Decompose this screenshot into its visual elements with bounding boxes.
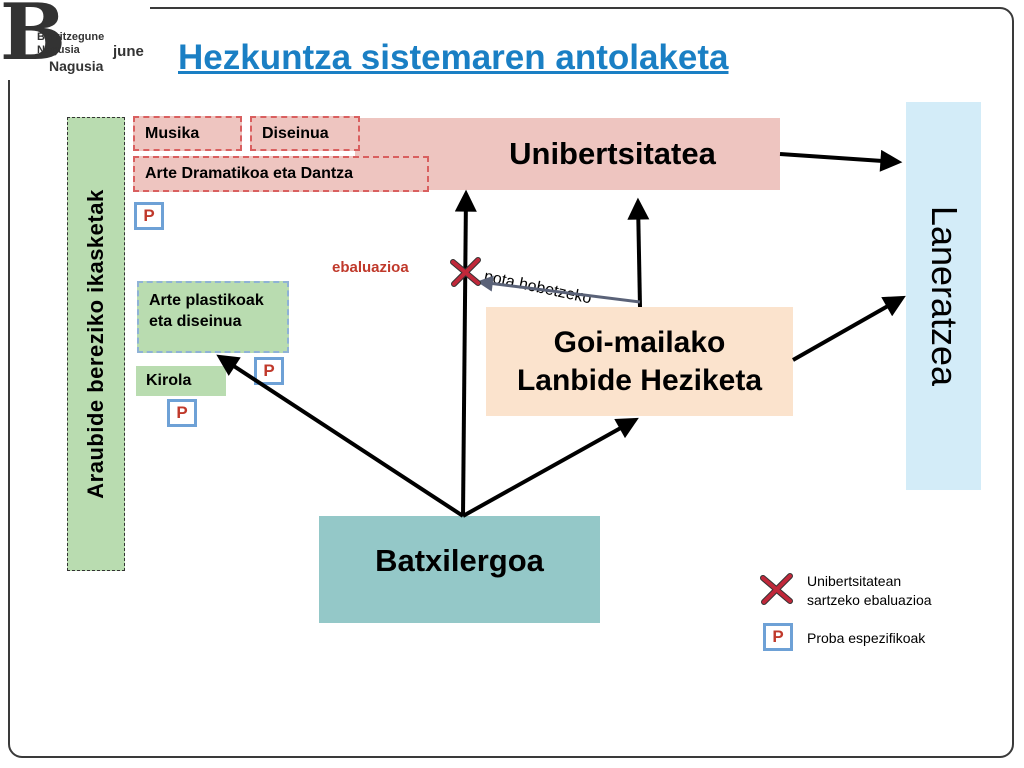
legend-item-evaluation-line2: sartzeko ebaluazioa (807, 591, 932, 608)
unibertsitatea-label: Unibertsitatea (509, 136, 716, 171)
logo-line1: Berritzegune (37, 31, 105, 43)
p-marker: P (134, 202, 164, 230)
page-title: Hezkuntza sistemaren antolaketa (178, 38, 729, 77)
legend-item-proba: Proba espezifikoak (807, 630, 926, 646)
goi-mailako-line1: Goi-mailako (553, 326, 726, 359)
batxilergoa-box: Batxilergoa (319, 516, 600, 623)
arte-dramatikoa-label: Arte Dramatikoa eta Dantza (145, 165, 354, 182)
arrow-nota-hobetzeko (476, 275, 641, 304)
legend-p-marker: P (763, 623, 793, 651)
goi-mailako-box: Goi-mailako Lanbide Heziketa (486, 307, 793, 416)
araubide-bereziko-box: Araubide bereziko ikasketak (67, 117, 125, 571)
legend-cross-icon (760, 573, 793, 605)
arrow-batx-to-uni (454, 189, 477, 517)
evaluation-cross-icon (450, 257, 481, 287)
arrow-uni-to-laner (779, 149, 903, 172)
laneratzea-box: Laneratzea (906, 102, 981, 490)
ebaluazioa-label: ebaluazioa (332, 259, 409, 276)
arrow-goi-to-laner (792, 295, 906, 362)
arte-plastikoak-box: Arte plastikoak eta diseinua (137, 281, 289, 353)
logo: B Berritzegune Nagusia Nagusia june (0, 0, 150, 80)
arte-plastikoak-label: Arte plastikoak eta diseinua (149, 292, 264, 330)
musika-label: Musika (145, 124, 200, 142)
arrow-batx-to-goi (462, 417, 639, 518)
logo-letter: B (0, 0, 66, 78)
arte-dramatikoa-box: Arte Dramatikoa eta Dantza (133, 156, 429, 192)
p-marker: P (167, 399, 197, 427)
logo-line2: Nagusia (37, 44, 80, 56)
goi-mailako-line2: Lanbide Heziketa (516, 363, 763, 397)
unibertsitatea-box: Unibertsitatea (355, 118, 780, 190)
legend-item-evaluation-line1: Unibertsitatean (807, 573, 902, 589)
legend-item-evaluation: Unibertsitatean sartzeko ebaluazioa (807, 572, 932, 610)
slide-frame (8, 7, 1014, 758)
arrow-goi-to-uni (627, 197, 650, 308)
diseinua-box: Diseinua (250, 116, 360, 151)
kirola-label: Kirola (146, 372, 192, 389)
kirola-box: Kirola (136, 366, 226, 396)
batxilergoa-label: Batxilergoa (375, 542, 544, 578)
logo-line3: Nagusia (49, 58, 104, 74)
logo-fragment: june (113, 43, 144, 60)
arrow-batx-to-arte (216, 354, 465, 518)
diseinua-label: Diseinua (262, 124, 329, 142)
musika-box: Musika (133, 116, 242, 151)
